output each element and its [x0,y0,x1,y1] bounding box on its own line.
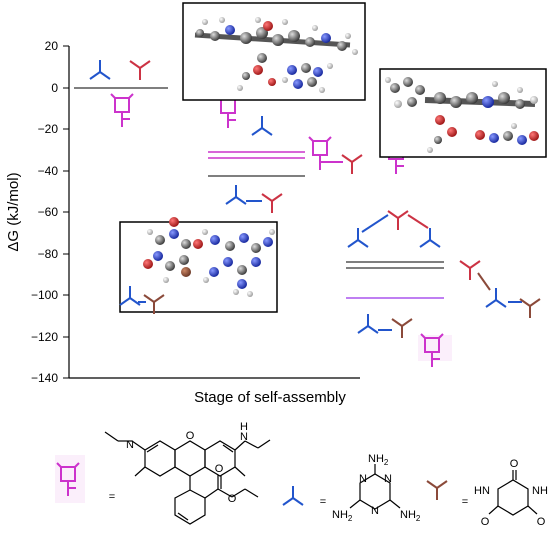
amine-label: NH2 [332,509,353,523]
y-axis: 20 0 −20 −40 −60 −80 −100 −120 −140 ΔG (… [5,39,70,385]
stage-0 [74,59,168,128]
atom-label-O: O [481,516,490,528]
y-tick-label: −120 [31,330,58,344]
inset-melamine-barbiturate [119,217,278,315]
barbiturate-tripod-icon [387,210,409,231]
y-tick-label: −140 [31,371,58,385]
y-axis-title: ΔG (kJ/mol) [5,172,22,251]
atom-label-NH: N [240,431,248,443]
imide-label: NH [532,485,548,497]
barbiturate-structure [488,470,538,516]
melamine-tripod-icon [485,287,507,308]
atom-label-N: N [126,439,134,451]
rhodamine-highlight [55,455,85,503]
melamine-tripod-icon [89,59,111,80]
y-tick-label: −40 [38,164,59,178]
atom-label-H: H [240,421,248,433]
molecular-model-image [194,17,358,93]
melamine-structure [349,464,401,510]
imide-label: HN [474,485,490,497]
legend: = [55,421,548,528]
barbiturate-tripod-icon [426,480,448,501]
y-tick-label: −100 [31,288,58,302]
barbiturate-tripod-icon [261,193,283,214]
melamine-tripod-icon [357,313,379,334]
hbond-link [361,214,389,233]
atom-label-N: N [359,473,367,485]
atom-label-N: N [384,473,392,485]
atom-label-O: O [186,430,195,442]
stage-3 [459,260,541,319]
y-tick-label: −20 [38,122,59,136]
rhodamine-highlight [418,335,452,361]
rhodamine-glyph-icon [308,136,332,171]
barbiturate-tripod-icon [391,318,413,339]
x-axis-title: Stage of self-assembly [194,389,346,406]
y-tick-label: 20 [45,39,59,53]
melamine-tripod-icon [282,485,304,506]
inset-rhodamine-melamine [182,2,366,101]
atom-label-N: N [371,505,379,517]
inset-frame [119,221,278,313]
y-tick-label: −80 [38,247,59,261]
rhodamine-glyph-icon [110,93,134,128]
molecular-model-image [385,77,539,153]
inset-rhodamine-barbiturate [379,68,547,158]
atom-label-O: O [510,458,519,470]
barbiturate-tripod-icon [129,60,151,81]
y-tick-label: 0 [51,81,58,95]
atom-label-O: O [215,463,224,475]
stage-1 [184,60,305,214]
atom-label-O: O [228,493,237,505]
barbiturate-tripod-icon [341,154,363,175]
hbond-link [407,214,429,229]
equals-sign: = [462,496,468,508]
melamine-tripod-icon [419,227,441,248]
molecular-model-image [143,217,275,297]
barbiturate-tripod-icon [459,260,481,281]
stage-1-complex [308,136,408,175]
amine-label: NH2 [400,509,421,523]
barbiturate-tripod-icon [519,298,541,319]
stage-2 [346,210,452,368]
atom-label-O: O [537,516,546,528]
amine-label: NH2 [368,453,389,467]
equals-sign: = [109,491,115,503]
x-axis: Stage of self-assembly [69,377,360,406]
y-tick-label: −60 [38,205,59,219]
equals-sign: = [320,496,326,508]
melamine-tripod-icon [251,115,273,136]
hbond-link [477,272,491,291]
melamine-tripod-icon [225,184,247,205]
rhodamine-structure [104,431,271,525]
